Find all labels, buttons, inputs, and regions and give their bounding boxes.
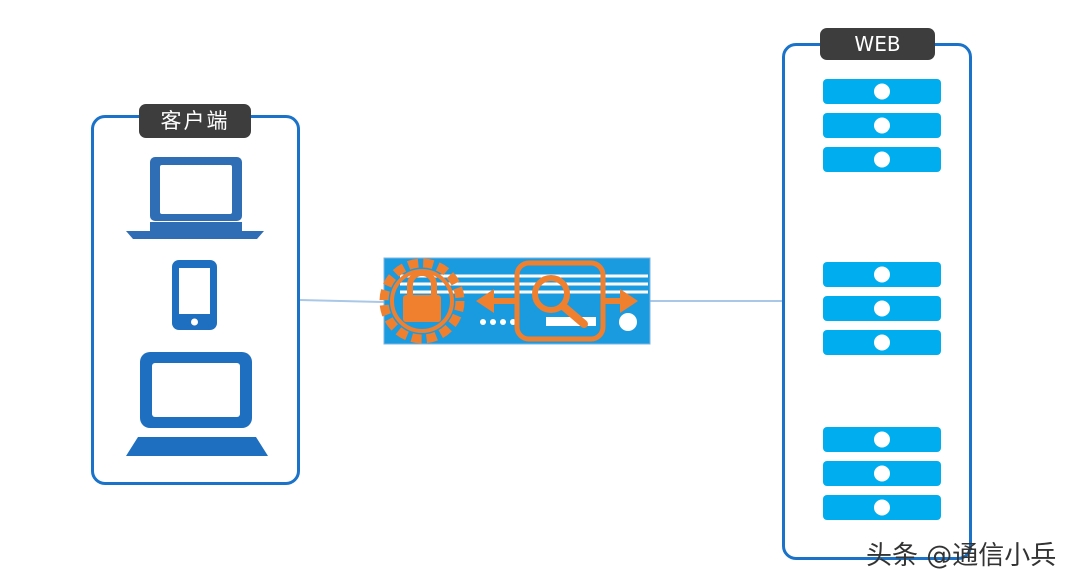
smartphone-icon (172, 260, 217, 330)
arrow-right-icon (603, 289, 638, 313)
link-client-to-appliance (299, 299, 385, 303)
laptop-icon (126, 157, 264, 239)
web-label: WEB (820, 28, 935, 60)
lock-gear-icon (379, 258, 465, 344)
client-label: 客户端 (139, 104, 251, 138)
watermark-text: 头条 @通信小兵 (866, 541, 1057, 571)
arrow-left-icon (476, 289, 517, 313)
indicator-dots (480, 319, 516, 325)
laptop-icon (126, 352, 268, 456)
